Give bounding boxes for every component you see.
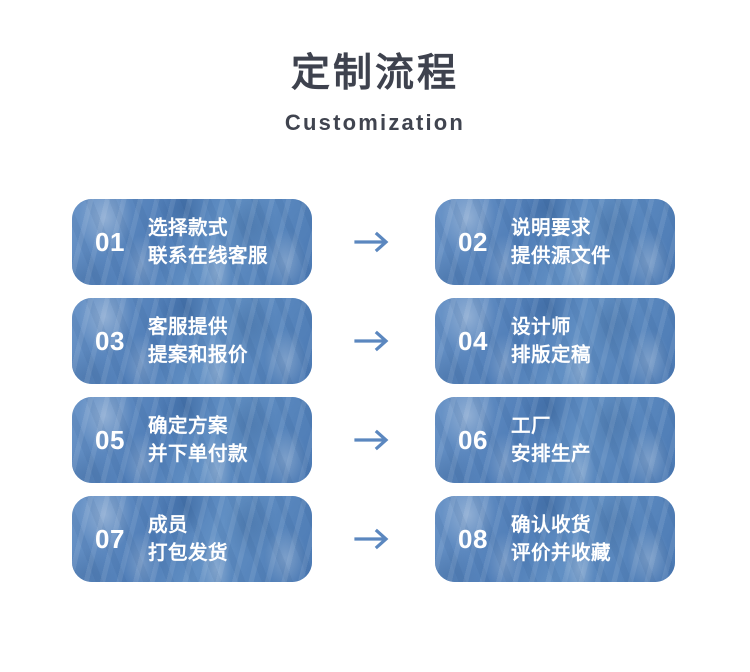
step-text-line-2: 提案和报价 bbox=[148, 344, 249, 366]
step-card-02[interactable]: 02 说明要求 提供源文件 bbox=[435, 199, 675, 285]
flow-arrow bbox=[312, 425, 435, 455]
flow-row: 05 确定方案 并下单付款 06 工厂 安排生产 bbox=[0, 397, 750, 483]
step-card-04[interactable]: 04 设计师 排版定稿 bbox=[435, 298, 675, 384]
page-header: 定制流程 Customization bbox=[0, 0, 750, 135]
step-text-line-2: 排版定稿 bbox=[511, 344, 592, 366]
step-text-line-2: 评价并收藏 bbox=[511, 542, 612, 564]
step-text: 确定方案 并下单付款 bbox=[148, 412, 248, 469]
step-text-line-1: 确定方案 bbox=[148, 414, 229, 437]
step-text: 确认收货 评价并收藏 bbox=[511, 511, 611, 568]
arrow-right-icon bbox=[353, 429, 388, 451]
step-card-08[interactable]: 08 确认收货 评价并收藏 bbox=[435, 496, 675, 582]
page-title: 定制流程 bbox=[290, 52, 459, 95]
step-text-line-2: 并下单付款 bbox=[148, 443, 249, 465]
step-number: 03 bbox=[95, 326, 125, 356]
flow-arrow bbox=[312, 524, 435, 554]
step-card-05[interactable]: 05 确定方案 并下单付款 bbox=[72, 397, 312, 483]
step-text-line-1: 确认收货 bbox=[511, 513, 592, 536]
step-number: 06 bbox=[458, 425, 488, 455]
step-text-line-2: 打包发货 bbox=[148, 542, 229, 564]
step-text-line-2: 安排生产 bbox=[511, 443, 592, 465]
step-number: 08 bbox=[458, 524, 488, 554]
step-number: 01 bbox=[95, 227, 125, 257]
step-card-01[interactable]: 01 选择款式 联系在线客服 bbox=[72, 199, 312, 285]
step-text: 设计师 排版定稿 bbox=[511, 313, 591, 370]
step-card-06[interactable]: 06 工厂 安排生产 bbox=[435, 397, 675, 483]
page-subtitle: Customization bbox=[284, 109, 466, 135]
arrow-right-icon bbox=[353, 528, 388, 550]
step-number: 04 bbox=[458, 326, 488, 356]
step-text-line-1: 选择款式 bbox=[148, 216, 229, 239]
step-number: 02 bbox=[458, 227, 488, 257]
arrow-right-icon bbox=[353, 231, 388, 253]
step-text: 客服提供 提案和报价 bbox=[148, 313, 248, 370]
flow-row: 01 选择款式 联系在线客服 02 说明要求 提供源文件 bbox=[0, 199, 750, 285]
step-text-line-1: 设计师 bbox=[511, 315, 572, 338]
step-text-line-1: 工厂 bbox=[511, 414, 552, 437]
step-text: 成员 打包发货 bbox=[148, 511, 228, 568]
step-card-03[interactable]: 03 客服提供 提案和报价 bbox=[72, 298, 312, 384]
flow-grid: 01 选择款式 联系在线客服 02 说明要求 提供源文件 bbox=[0, 199, 750, 595]
arrow-right-icon bbox=[353, 330, 388, 352]
step-number: 07 bbox=[95, 524, 125, 554]
step-text-line-1: 说明要求 bbox=[511, 216, 592, 239]
step-text-line-1: 成员 bbox=[148, 513, 189, 536]
step-text: 选择款式 联系在线客服 bbox=[148, 214, 268, 271]
flow-arrow bbox=[312, 227, 435, 257]
step-text-line-2: 提供源文件 bbox=[511, 245, 612, 267]
flow-arrow bbox=[312, 326, 435, 356]
step-text-line-1: 客服提供 bbox=[148, 315, 229, 338]
flow-row: 03 客服提供 提案和报价 04 设计师 排版定稿 bbox=[0, 298, 750, 384]
step-number: 05 bbox=[95, 425, 125, 455]
step-card-07[interactable]: 07 成员 打包发货 bbox=[72, 496, 312, 582]
step-text: 工厂 安排生产 bbox=[511, 412, 591, 469]
step-text: 说明要求 提供源文件 bbox=[511, 214, 611, 271]
flow-row: 07 成员 打包发货 08 确认收货 评价并收藏 bbox=[0, 496, 750, 582]
step-text-line-2: 联系在线客服 bbox=[148, 245, 269, 267]
